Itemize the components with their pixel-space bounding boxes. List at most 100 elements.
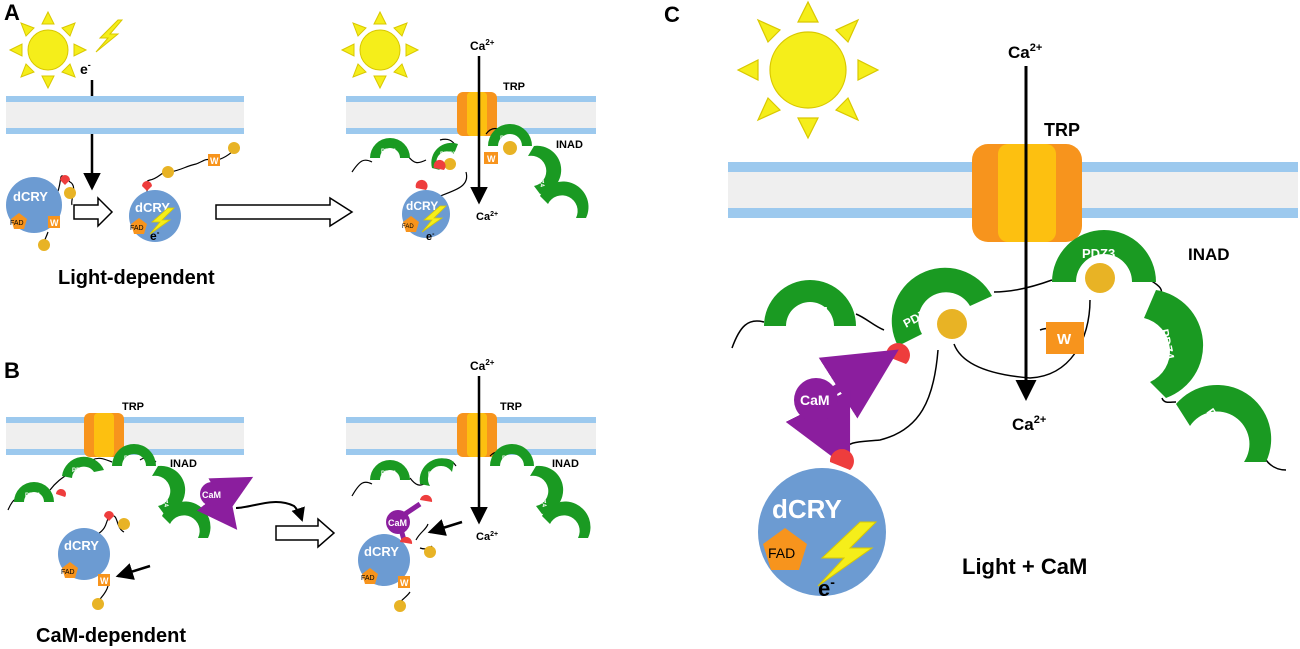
svg-text:PDZ4: PDZ4: [160, 491, 169, 508]
ligand: [394, 600, 406, 612]
sun-icon: [340, 10, 420, 90]
w-box: [48, 216, 60, 228]
ligand: [38, 239, 50, 251]
dcry-protein: dCRY FAD W: [58, 511, 130, 610]
pdz5-domain: [1176, 384, 1272, 462]
cam-protein-bound: CaM: [386, 501, 422, 541]
ligand: [444, 158, 456, 170]
svg-text:PDZ4: PDZ4: [536, 171, 545, 188]
ligand: [1085, 263, 1115, 293]
transition-arrow: [73, 196, 114, 228]
panel-b: B TRP INAD PDZ1 PDZ2 PDZ3 PDZ4 PDZ5 CaM: [4, 358, 596, 647]
svg-text:PDZ1: PDZ1: [381, 149, 397, 155]
membrane: [6, 96, 244, 134]
svg-text:PDZ5: PDZ5: [559, 207, 575, 222]
svg-text:INAD: INAD: [170, 458, 197, 470]
pdz1-domain: [764, 280, 856, 326]
lightning-icon: [421, 205, 447, 233]
trp-channel: [84, 413, 124, 457]
binding-site: [829, 449, 854, 470]
svg-text:FAD: FAD: [61, 569, 75, 576]
svg-text:FAD: FAD: [130, 225, 144, 232]
pdz1-domain: [370, 460, 410, 480]
trp-label: TRP: [1044, 120, 1080, 140]
svg-text:PDZ4: PDZ4: [538, 491, 547, 508]
svg-text:TRP: TRP: [500, 401, 522, 413]
svg-text:e-: e-: [426, 231, 435, 243]
trp-channel: [457, 92, 497, 136]
caption-light-cam: Light + CaM: [962, 554, 1087, 579]
pdz1-domain: [14, 482, 54, 502]
calcium-in-label: Ca2+: [470, 38, 495, 53]
pdz2-domain: [62, 456, 104, 478]
svg-text:e-: e-: [150, 228, 160, 243]
trp-channel: [457, 413, 497, 457]
svg-text:PDZ1: PDZ1: [25, 493, 41, 499]
pdz5-domain: [540, 181, 589, 218]
svg-text:PDZ3: PDZ3: [500, 136, 516, 142]
pdz2-domain: [419, 458, 454, 486]
pdz3-domain: [112, 444, 156, 466]
pdz4-domain: [1144, 290, 1204, 398]
inad-label: INAD: [556, 139, 583, 151]
binding-site: [420, 494, 433, 502]
pdz4-domain: [152, 465, 186, 514]
ligand: [162, 166, 174, 178]
svg-text:W: W: [210, 156, 219, 166]
dcry-protein-complex: dCRY FAD e-: [402, 159, 450, 243]
pdz3-domain: [490, 444, 534, 466]
panel-label-c: C: [664, 2, 680, 27]
fad-icon: [362, 568, 378, 584]
ligand: [64, 187, 76, 199]
binding-site: [433, 159, 446, 170]
w-box: [208, 154, 220, 166]
svg-text:W: W: [487, 154, 496, 164]
panel-a: A e- dCRY: [4, 0, 596, 289]
transition-arrow: [215, 196, 354, 228]
svg-text:W: W: [50, 218, 59, 228]
svg-text:dCRY: dCRY: [772, 494, 842, 524]
lightning-icon: [817, 521, 878, 587]
svg-text:W: W: [100, 576, 109, 586]
svg-text:dCRY: dCRY: [135, 200, 170, 215]
dcry-protein: dCRY FAD W: [6, 175, 76, 251]
svg-text:PDZ4: PDZ4: [1157, 328, 1177, 361]
fad-icon: [763, 528, 807, 570]
svg-text:PDZ5: PDZ5: [181, 527, 197, 542]
svg-text:PDZ1: PDZ1: [381, 471, 397, 477]
svg-text:PDZ2: PDZ2: [428, 472, 444, 478]
dcry-label: dCRY: [13, 189, 48, 204]
binding-site: [104, 511, 114, 521]
lightning-icon: [95, 19, 124, 53]
binding-site: [142, 181, 152, 191]
svg-text:PDZ1: PDZ1: [796, 304, 829, 319]
pdz2-domain: [431, 142, 458, 170]
caption-light-dependent: Light-dependent: [58, 267, 215, 289]
cam-protein-bound: CaM: [785, 349, 899, 471]
pdz4-domain: [530, 465, 564, 514]
ligand: [92, 598, 104, 610]
transition-arrow: [275, 517, 336, 549]
calcium-out-label: Ca2+: [476, 211, 498, 223]
lightning-icon: [149, 207, 175, 235]
sun-icon: [8, 10, 88, 90]
svg-text:CaM: CaM: [388, 518, 407, 528]
dcry-protein-complex: dCRY FAD e-: [758, 468, 886, 601]
pdz1-domain: [370, 138, 410, 158]
w-box: [98, 574, 110, 586]
pdz3-domain: [488, 124, 532, 146]
svg-text:Ca2+: Ca2+: [476, 531, 498, 543]
svg-text:FAD: FAD: [10, 220, 24, 227]
calcium-in-label: Ca2+: [1008, 42, 1042, 62]
svg-text:PDZ3: PDZ3: [502, 456, 518, 462]
sun-icon: [736, 0, 880, 140]
pointer-arrow: [427, 519, 463, 536]
translocation-arrow: [235, 501, 305, 522]
w-box: [1046, 322, 1084, 354]
binding-site: [415, 179, 428, 190]
pdz4-domain: [528, 145, 562, 194]
ligand: [228, 142, 240, 154]
pdz3-domain: [1052, 230, 1156, 282]
inad-label: INAD: [1188, 245, 1230, 264]
